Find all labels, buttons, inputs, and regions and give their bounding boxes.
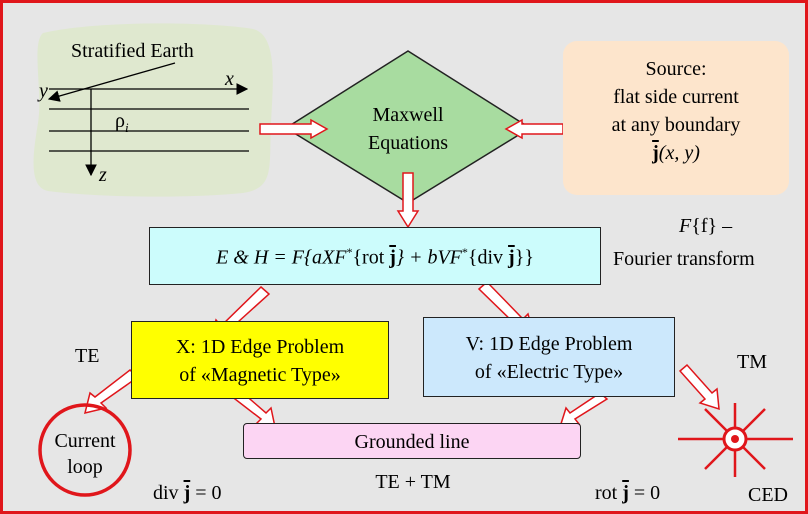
earth-axis-z-label: z: [99, 164, 107, 186]
te-label: TE: [75, 345, 100, 367]
fourier-note-line1: F{f} –: [679, 215, 733, 237]
div-condition: div j = 0: [153, 482, 222, 504]
fourier-note-line2: Fourier transform: [613, 248, 755, 270]
ced-icon: [678, 403, 793, 477]
v-problem-box: V: 1D Edge Problem of «Electric Type»: [423, 317, 675, 397]
flow-arrow-v-to-grounded: [558, 392, 609, 428]
flow-arrow-earth-to-maxwell: [259, 118, 329, 140]
tm-label: TM: [737, 351, 767, 373]
grounded-line-box: Grounded line: [243, 423, 581, 459]
earth-axis-y-label: y: [39, 80, 48, 102]
x-problem-box: X: 1D Edge Problem of «Magnetic Type»: [131, 321, 389, 399]
ced-label: CED: [748, 484, 788, 506]
formula-box: E & H = F{aXF*{rot j} + bVF*{div j}}: [149, 227, 601, 285]
maxwell-label: Maxwell Equations: [368, 104, 448, 154]
flow-arrow-maxwell-to-formula: [396, 172, 420, 229]
earth-title: Stratified Earth: [71, 40, 194, 62]
flow-arrow-source-to-maxwell: [504, 118, 564, 140]
earth-region: [33, 23, 273, 197]
earth-rho-label: ρi: [115, 110, 129, 135]
flow-arrow-v-to-ced: [678, 363, 720, 411]
te-tm-label: TE + TM: [375, 471, 451, 493]
y-axis: [47, 62, 176, 102]
current-loop-label: Current loop: [54, 430, 116, 478]
current-loop-circle: [38, 403, 132, 497]
earth-axis-x-label: x: [225, 68, 234, 90]
rot-condition: rot j = 0: [595, 482, 661, 504]
source-box: Source: flat side current at any boundar…: [563, 41, 789, 195]
